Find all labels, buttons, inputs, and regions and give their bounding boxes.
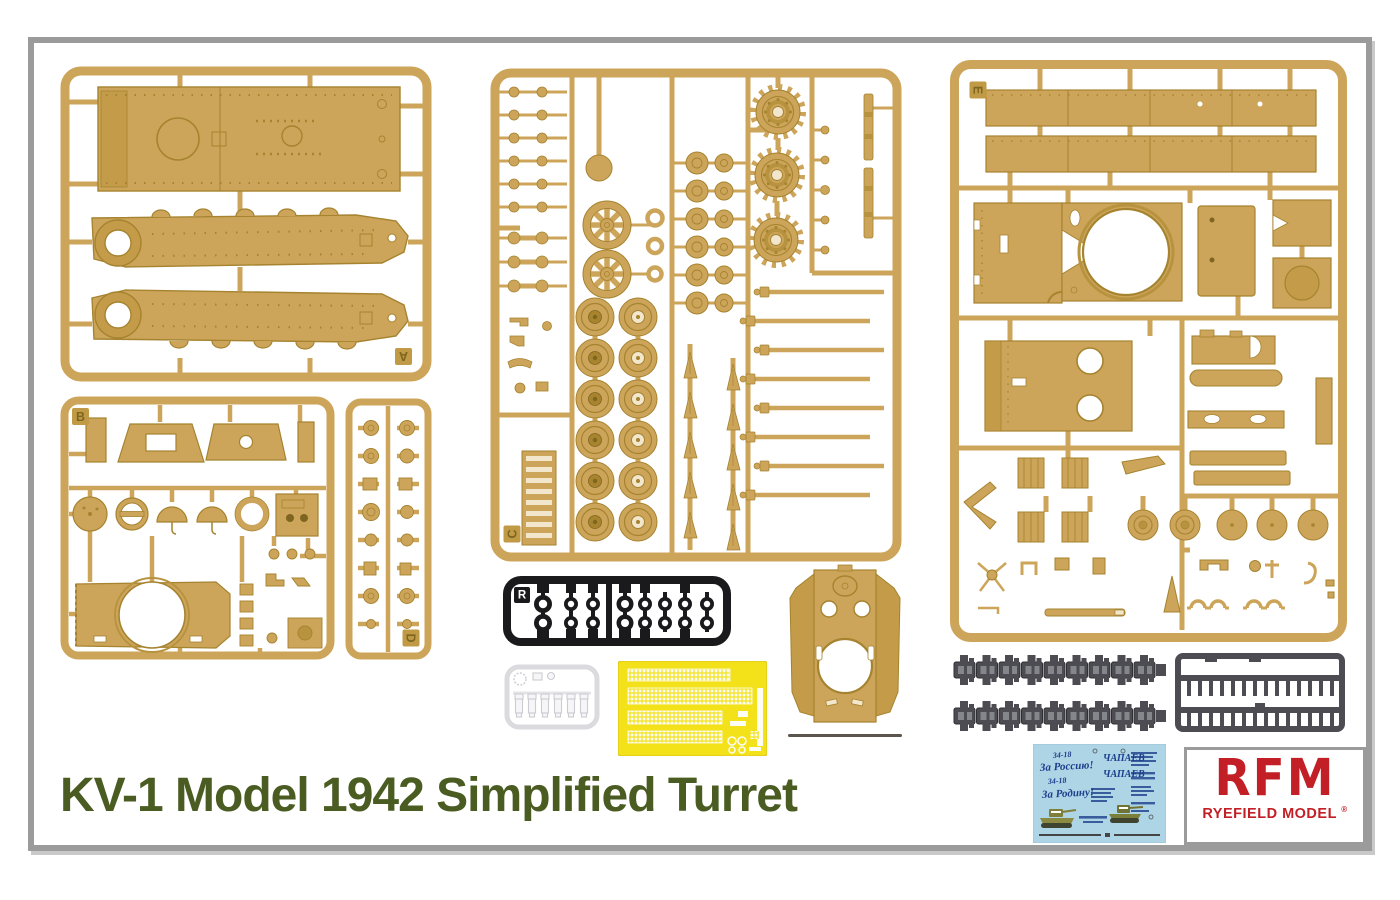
sprue-c-label: C — [503, 525, 521, 543]
svg-text:R: R — [518, 590, 527, 602]
fender-parts — [985, 89, 1317, 173]
sprue-d: D — [345, 398, 432, 660]
sprue-r-label: R — [514, 587, 530, 603]
hatch-parts — [72, 493, 319, 537]
clear-parts-sprue — [504, 664, 600, 730]
decal-tank-art-left — [1040, 809, 1077, 828]
dumbbell-parts — [507, 231, 549, 293]
brand-initials: RFM — [1214, 748, 1336, 809]
svg-text:E: E — [971, 86, 985, 94]
turret-roof-part — [75, 577, 231, 653]
small-parts-grid — [508, 86, 548, 213]
pe-small-parts — [727, 688, 763, 754]
svg-text:34-18: 34-18 — [1047, 776, 1067, 786]
sprue-b: B — [60, 396, 335, 660]
exhaust-and-bars — [1187, 329, 1333, 486]
decal-fine-print — [1079, 748, 1157, 823]
wheel-disc-parts — [1127, 509, 1329, 541]
sprue-a: A — [60, 66, 432, 382]
svg-text:A: A — [399, 349, 408, 363]
track-run-upper — [953, 654, 1166, 686]
decal-footer-print — [1039, 833, 1160, 837]
svg-text:C: C — [506, 529, 520, 538]
part-details — [366, 424, 411, 600]
hull-side-upper-part — [91, 207, 409, 268]
clear-ring-part — [513, 672, 527, 686]
tow-clamp-parts — [1185, 599, 1287, 610]
sprue-a-label: A — [395, 348, 412, 365]
track-run-lower — [953, 700, 1166, 732]
decal-sheet: 34-18 За Россию! 34-18 За Родину! ЧАПАЕВ… — [1033, 744, 1166, 843]
sprue-b-label: B — [72, 408, 89, 425]
svg-text:ЧАПАЕВ: ЧАПАЕВ — [1103, 769, 1145, 780]
torsion-bars — [740, 287, 884, 500]
sprue-c: C — [490, 68, 902, 562]
gun-barrel-part — [788, 734, 902, 737]
brand-name: RYEFIELD MODEL ® — [1202, 805, 1348, 823]
hull-top-part — [97, 86, 401, 192]
track-segment-parts — [963, 455, 1166, 543]
hull-bottom-part — [984, 340, 1133, 432]
svg-text:ЧАПАЕВ: ЧАПАЕВ — [1103, 753, 1145, 764]
bracket-parts — [507, 317, 552, 394]
brand-logo: RFM RYEFIELD MODEL ® — [1184, 747, 1366, 845]
poly-cap-parts — [534, 584, 714, 638]
track-link-sprue — [1175, 653, 1345, 732]
small-pin-parts — [820, 125, 830, 255]
svg-text:B: B — [76, 410, 85, 424]
svg-text:За Родину!: За Родину! — [1041, 786, 1095, 801]
rod-parts — [863, 93, 874, 239]
track-runs — [953, 654, 1166, 732]
rear-panel-parts — [1197, 199, 1332, 309]
photo-etch-fret — [618, 661, 767, 756]
sprue-d-label: D — [402, 629, 420, 647]
ring-parts — [645, 208, 665, 283]
small-round-parts — [362, 420, 415, 629]
kit-title: KV-1 Model 1942 Simplified Turret — [60, 769, 798, 822]
hatch-disc-part — [585, 154, 613, 182]
sprue-e: E — [950, 60, 1347, 642]
sprue-r: R — [503, 576, 731, 646]
decal-slogans: 34-18 За Россию! 34-18 За Родину! ЧАПАЕВ… — [1039, 750, 1145, 801]
hull-side-lower-part — [91, 289, 409, 350]
svg-text:За Россию!: За Россию! — [1039, 759, 1094, 774]
drive-sprockets — [751, 87, 803, 265]
registered-mark: ® — [1341, 805, 1348, 815]
sprue-e-label: E — [969, 81, 987, 99]
small-detail-parts — [977, 557, 1335, 617]
small-fittings — [239, 548, 323, 649]
glacis-part — [973, 202, 1063, 304]
svg-text:D: D — [404, 633, 418, 642]
turret-shell-part — [789, 564, 901, 723]
mesh-grille-parts — [627, 668, 753, 744]
ladder-part — [521, 450, 557, 546]
road-wheels — [575, 297, 658, 542]
svg-text:34-18: 34-18 — [1052, 750, 1072, 760]
decal-tank-art-right — [1109, 805, 1144, 823]
spare-links — [1187, 681, 1334, 726]
turret-ring-plate-part — [1061, 202, 1183, 302]
periscope-parts — [514, 671, 589, 718]
return-rollers — [685, 151, 734, 315]
turret-plate-parts — [85, 417, 315, 463]
